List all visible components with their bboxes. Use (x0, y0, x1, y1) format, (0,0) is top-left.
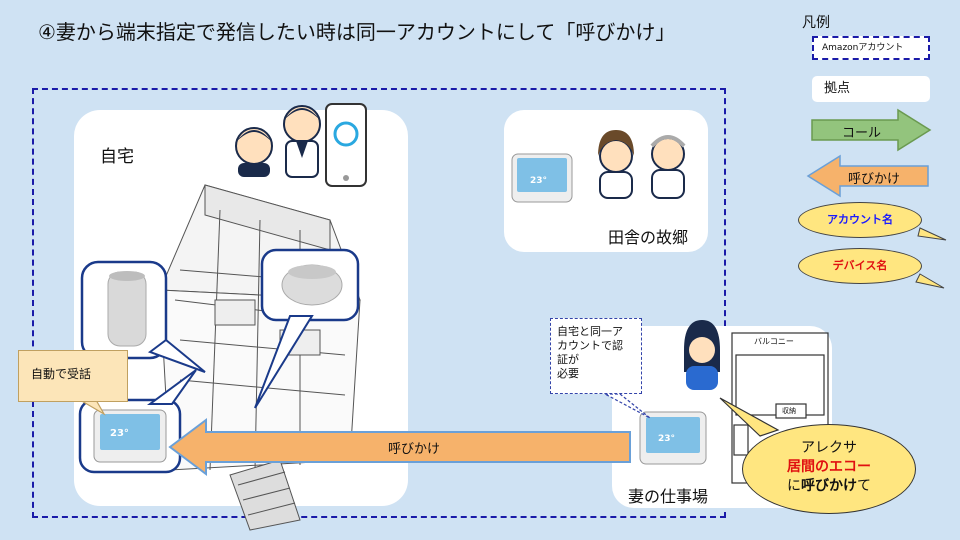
wife-icon (684, 320, 720, 390)
legend-title: 凡例 (802, 15, 830, 31)
house-illustration (159, 184, 361, 531)
legend-drop-in-label: 呼びかけ (848, 172, 901, 187)
storage-label: 収納 (782, 407, 796, 415)
echo-speech-bubble (80, 260, 206, 373)
work-label: 妻の仕事場 (628, 487, 709, 506)
home-label: 自宅 (100, 147, 134, 167)
drop-in-arrow (168, 418, 631, 476)
echo-show-work-icon (639, 411, 707, 465)
hometown-device-temp: 23° (530, 176, 548, 186)
child-icon (235, 127, 273, 177)
grandmother-icon (598, 130, 634, 199)
auth-callout: 自宅と同一ア カウントで認 証が 必要 (550, 318, 642, 394)
auth-line-4: 必要 (557, 367, 579, 380)
page-title: ④妻から端末指定で発信したい時は同一アカウントにして「呼びかけ」 (38, 20, 676, 44)
amazon-account-boundary (32, 88, 726, 518)
alexa-prefix: に (787, 478, 801, 494)
alexa-callout-pointer (719, 397, 780, 437)
work-device-temp: 23° (658, 434, 676, 444)
legend-account-name: アカウント名 (798, 202, 922, 238)
echo-show-hometown-icon (511, 153, 573, 203)
device-oval-pointer (915, 273, 945, 289)
alexa-device-name: 居間のエコー (787, 459, 871, 475)
echo-dot-speech-bubble (254, 248, 360, 409)
father-icon (283, 105, 321, 178)
account-oval-pointer (917, 227, 947, 241)
legend-call-arrow (811, 108, 932, 152)
alexa-wake-word: アレクサ (801, 440, 857, 456)
smartphone-icon (325, 103, 367, 187)
auth-line-1: 自宅と同一ア (557, 325, 623, 338)
auth-callout-pointer (604, 393, 651, 419)
auth-line-3: 証が (557, 353, 579, 366)
alexa-command-line: に呼びかけて (743, 477, 915, 496)
drop-in-arrow-label: 呼びかけ (388, 442, 441, 457)
alexa-suffix: て (857, 478, 871, 494)
alexa-command-callout: アレクサ 居間のエコー に呼びかけて (742, 424, 916, 514)
legend-amazon-account: Amazonアカウント (812, 36, 930, 60)
home-device-temp: 23° (110, 428, 129, 439)
balcony-label: バルコニー (754, 337, 794, 346)
legend-call-label: コール (842, 126, 882, 141)
auto-answer-callout: 自動で受話 (18, 350, 128, 402)
echo-show-speech-bubble (78, 369, 197, 474)
legend-base: 拠点 (812, 76, 930, 102)
legend-drop-in-arrow (806, 154, 929, 198)
auth-line-2: カウントで認 (557, 339, 623, 352)
legend-device-name: デバイス名 (798, 248, 922, 284)
grandfather-icon (650, 135, 686, 199)
alexa-drop-in: 呼びかけ (801, 478, 857, 494)
hometown-label: 田舎の故郷 (608, 228, 689, 247)
